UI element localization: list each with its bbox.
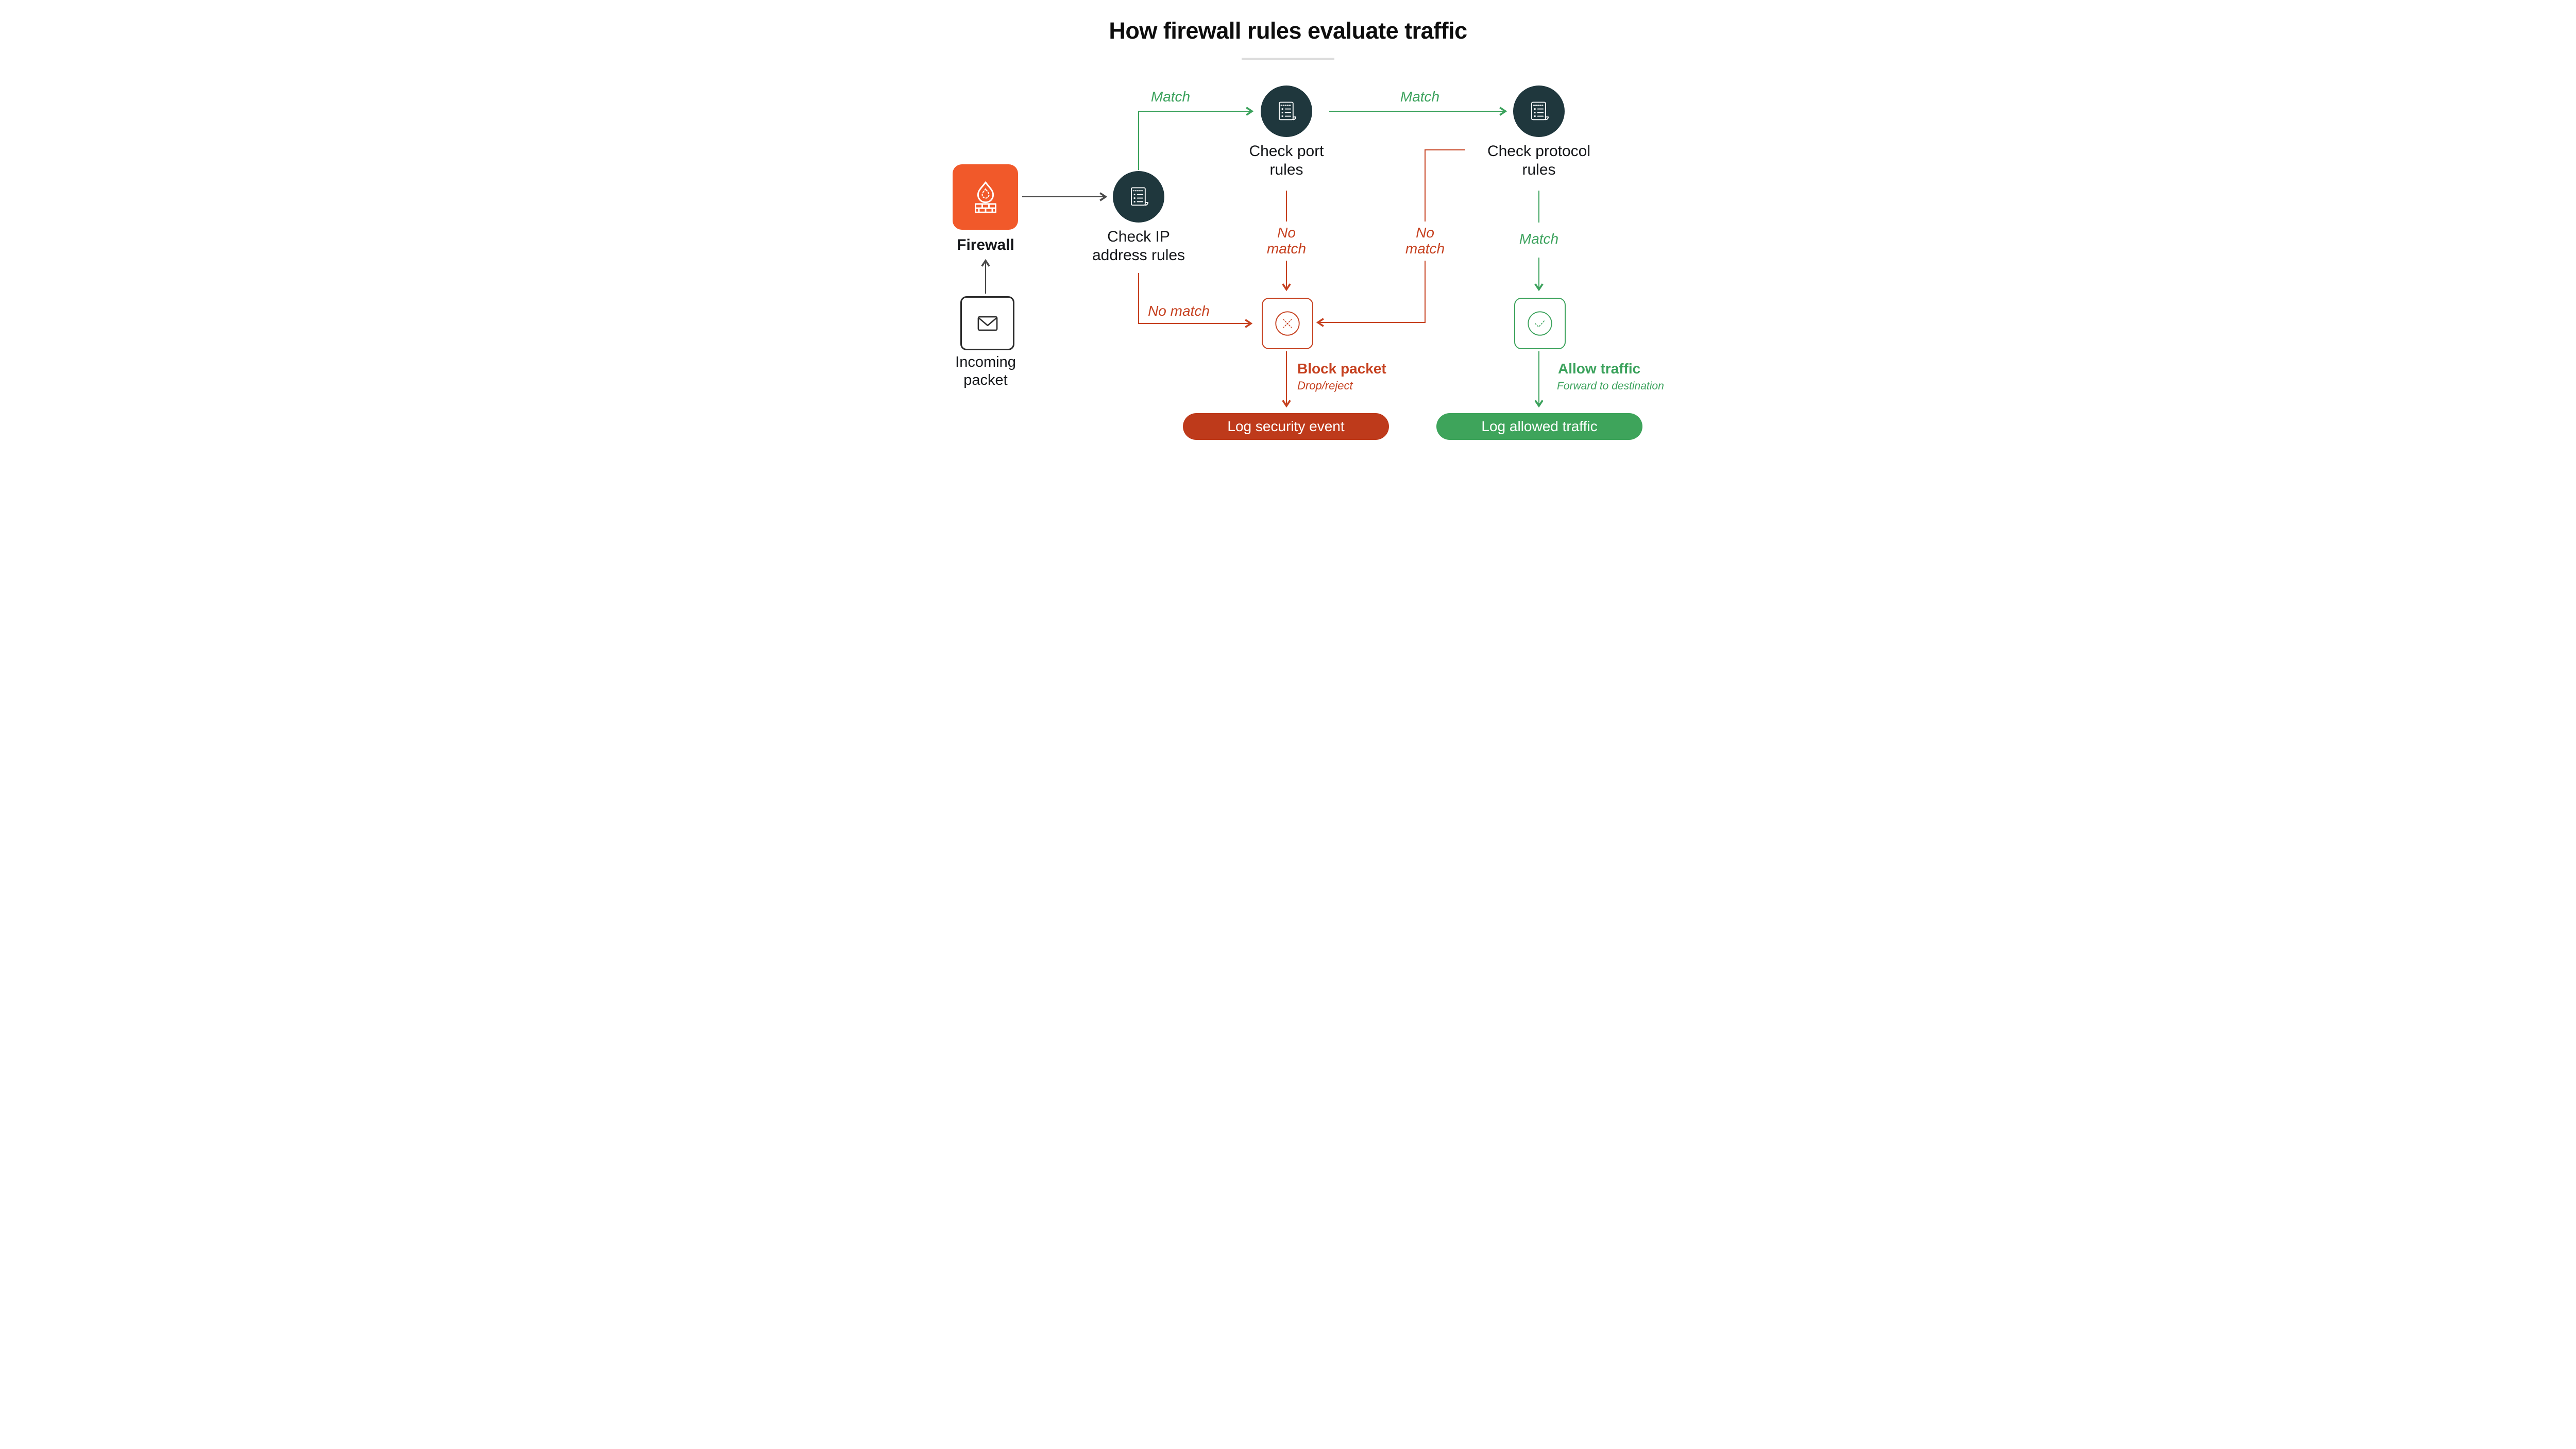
edge-label-no-match-protocol: No match (1405, 225, 1445, 257)
log-allowed-traffic-badge: Log allowed traffic (1436, 413, 1642, 440)
edge-label-match-protocol-to-allow: Match (1519, 231, 1559, 247)
rules-scroll-icon (1279, 101, 1297, 121)
envelope-icon (977, 316, 997, 331)
firewall-node (953, 164, 1018, 230)
allow-traffic-subtitle: Forward to destination (1557, 380, 1664, 392)
block-x-icon (1275, 311, 1300, 336)
edge-label-match-port-to-protocol: Match (1400, 89, 1440, 105)
log-security-event-badge: Log security event (1183, 413, 1389, 440)
check-port-node (1261, 86, 1312, 137)
rules-scroll-icon (1531, 101, 1549, 121)
check-protocol-node (1513, 86, 1565, 137)
title-underline (1242, 58, 1334, 60)
edge-label-no-match-port: No match (1266, 225, 1307, 257)
check-protocol-label: Check protocol rules (1487, 143, 1591, 178)
incoming-packet-label: Incoming packet (955, 354, 1016, 388)
block-packet-subtitle: Drop/reject (1297, 379, 1353, 392)
allow-check-icon (1528, 311, 1552, 336)
firewall-label: Firewall (957, 236, 1014, 253)
edge-label-no-match-ip: No match (1148, 303, 1210, 319)
edge-label-match-ip-to-port: Match (1150, 89, 1191, 105)
check-port-label: Check port rules (1249, 143, 1324, 178)
allow-traffic-node (1514, 298, 1566, 349)
incoming-packet-node (960, 296, 1014, 350)
firewall-flow-diagram: How firewall rules evaluate traffic (884, 0, 1692, 454)
connector-checkprotocol-to-block-lower (1316, 261, 1426, 327)
check-ip-node (1113, 171, 1164, 223)
block-packet-node (1262, 298, 1313, 349)
firewall-icon (974, 181, 996, 213)
block-packet-title: Block packet (1297, 361, 1386, 377)
check-ip-label: Check IP address rules (1092, 228, 1185, 264)
rules-scroll-icon (1131, 187, 1149, 206)
page-title: How firewall rules evaluate traffic (1109, 18, 1467, 44)
allow-traffic-title: Allow traffic (1558, 361, 1641, 377)
